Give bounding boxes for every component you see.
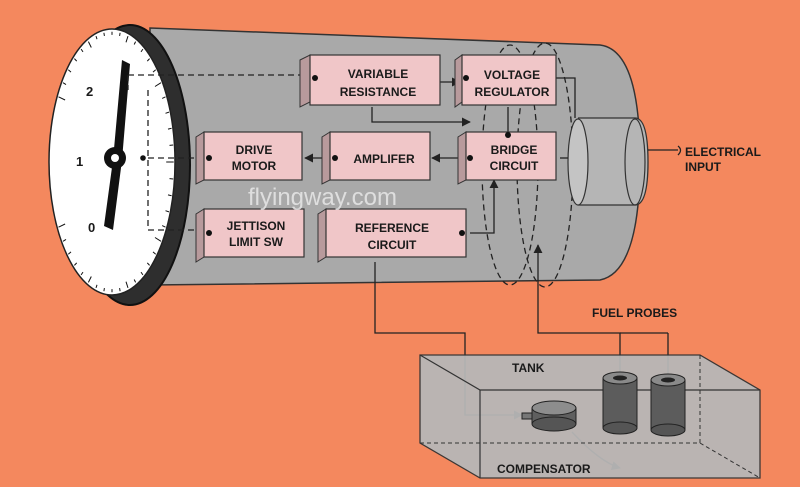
watermark-text: flyingway.com xyxy=(248,184,397,211)
gauge-needle xyxy=(104,60,130,230)
compensator-label: COMPENSATOR xyxy=(497,462,591,476)
amplifier-label: AMPLIFER xyxy=(353,152,415,166)
fuel-probes-label: FUEL PROBES xyxy=(592,306,677,320)
reference-circuit-block: REFERENCE CIRCUIT xyxy=(317,208,467,263)
fuel-probe-1 xyxy=(602,371,638,435)
reference-circuit-label-line2: CIRCUIT xyxy=(368,238,417,252)
bridge-circuit-block: BRIDGE CIRCUIT xyxy=(457,131,557,185)
amplifier-block: AMPLIFER xyxy=(321,131,431,185)
compensator xyxy=(521,400,577,432)
jettison-limit-switch-label-line1: JETTISON xyxy=(227,219,286,233)
gauge-tick-marks xyxy=(58,31,174,293)
drive-motor-label-line2: MOTOR xyxy=(232,159,277,173)
reference-circuit-label-line1: REFERENCE xyxy=(355,221,429,235)
tank-label: TANK xyxy=(512,361,545,375)
bridge-circuit-label-line2: CIRCUIT xyxy=(490,159,539,173)
gauge-tick-label-0: 0 xyxy=(88,220,95,235)
drive-motor-label-line1: DRIVE xyxy=(236,143,273,157)
electrical-input-label-line1: ELECTRICAL xyxy=(685,145,761,159)
fuel-tank: TANK xyxy=(419,354,761,479)
gauge-tick-label-1: 1 xyxy=(76,154,83,169)
voltage-regulator-block: VOLTAGE REGULATOR xyxy=(454,54,557,108)
variable-resistance-label-line1: VARIABLE xyxy=(348,67,408,81)
gauge-tick-label-2: 2 xyxy=(86,84,93,99)
jettison-limit-switch-block: JETTISON LIMIT SW xyxy=(195,208,305,263)
variable-resistance-block: VARIABLE RESISTANCE xyxy=(299,54,441,108)
drive-motor-block: DRIVE MOTOR xyxy=(195,131,303,185)
variable-resistance-label-line2: RESISTANCE xyxy=(340,85,416,99)
jettison-limit-switch-label-line2: LIMIT SW xyxy=(229,235,284,249)
fuel-gauge-dial: 0 1 2 xyxy=(48,24,191,306)
voltage-regulator-label-line2: REGULATOR xyxy=(475,85,550,99)
voltage-regulator-label-line1: VOLTAGE xyxy=(484,68,540,82)
electrical-input-label-line2: INPUT xyxy=(685,160,722,174)
bridge-circuit-label-line1: BRIDGE xyxy=(491,143,538,157)
fuel-probe-2 xyxy=(650,373,686,437)
